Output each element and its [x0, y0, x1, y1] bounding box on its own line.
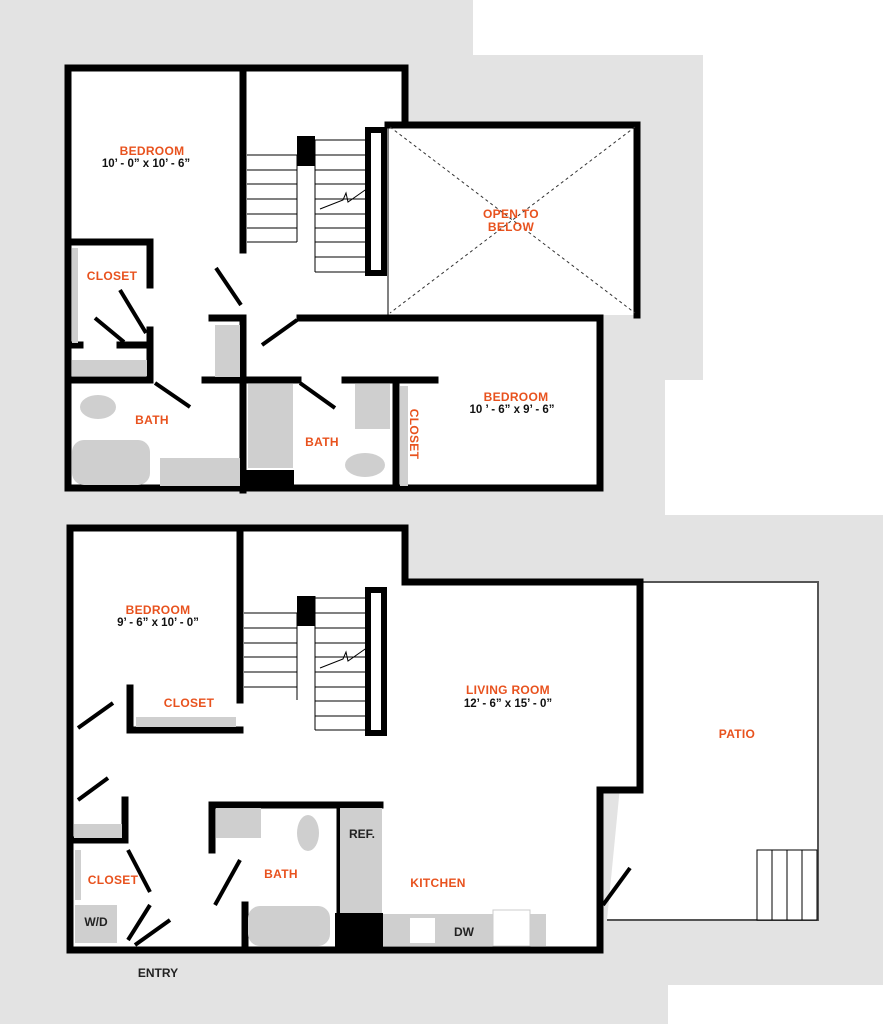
bedroom-2-label: BEDROOM — [484, 390, 549, 404]
patio-label: PATIO — [719, 727, 755, 741]
lower-closet-1-label: CLOSET — [164, 696, 215, 710]
bedroom-1-label: BEDROOM — [120, 144, 185, 158]
bedroom-2-size: 10 ’ - 6” x 9’ - 6” — [469, 404, 554, 416]
lower-closet-2-label: CLOSET — [88, 873, 139, 887]
entry-label: ENTRY — [138, 966, 178, 980]
wd-label: W/D — [84, 915, 108, 929]
living-room-size: 12’ - 6” x 15’ - 0” — [464, 698, 552, 710]
lower-floor — [66, 524, 819, 954]
upper-floor — [64, 64, 641, 494]
ref-label: REF. — [349, 827, 375, 841]
open-to-below-line1: OPEN TO — [483, 207, 539, 221]
lower-bedroom-size: 9’ - 6” x 10’ - 0” — [117, 617, 199, 629]
lower-bath-label: BATH — [264, 867, 298, 881]
open-to-below-line2: BELOW — [488, 220, 535, 234]
closet-2-label: CLOSET — [407, 409, 421, 460]
bath-2-label: BATH — [305, 435, 339, 449]
bath-1-label: BATH — [135, 413, 169, 427]
living-room-label: LIVING ROOM — [466, 683, 550, 697]
lower-bedroom-label: BEDROOM — [126, 603, 191, 617]
kitchen-label: KITCHEN — [410, 876, 465, 890]
dw-label: DW — [454, 925, 475, 939]
closet-1-label: CLOSET — [87, 269, 138, 283]
bedroom-1-size: 10’ - 0” x 10’ - 6” — [102, 158, 190, 170]
